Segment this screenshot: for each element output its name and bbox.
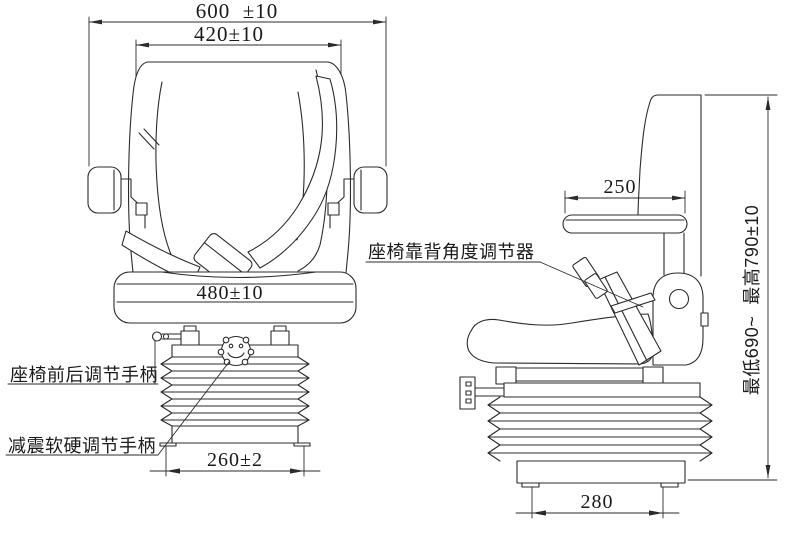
belt-shoulder-strap (247, 75, 338, 269)
callout-damper: 减震软硬调节手柄 (5, 361, 230, 456)
backrest-side (637, 94, 702, 277)
dim-height-range-text: 最低690~ 最高790±10 (742, 205, 762, 395)
seat-cushion-front: 480±10 (113, 271, 357, 324)
callout-fore-aft: 座椅前后调节手柄 (7, 340, 159, 385)
backrest-bottom-edge (161, 271, 317, 279)
adjuster-knob (217, 335, 255, 367)
hatch-mark (143, 128, 160, 146)
base-side (516, 460, 686, 488)
base-front (159, 425, 311, 447)
dim-cushion-width-text: 480±10 (197, 282, 264, 304)
dim-overall-width-text: 600 ±10 (196, 0, 279, 23)
armrest-side (562, 214, 688, 234)
dim-base-depth-side: 280 (515, 486, 680, 519)
bracket-tab (700, 312, 709, 327)
hatch-mark (138, 132, 155, 150)
armrest-left (87, 166, 148, 229)
mount-bracket (459, 376, 505, 410)
dim-base-depth-text: 280 (581, 491, 614, 513)
label-damper-handle: 减震软硬调节手柄 (8, 436, 156, 456)
leader-recliner (539, 261, 644, 308)
label-fore-aft-handle: 座椅前后调节手柄 (10, 365, 158, 385)
dim-armrest-depth: 250 (564, 176, 686, 214)
dim-armrest-depth-text: 250 (604, 176, 637, 198)
dim-base-width-text: 260±2 (207, 449, 263, 471)
rail-slabs (495, 366, 701, 398)
dim-overall-width: 600 ±10 (88, 0, 387, 167)
recliner-pivot (668, 288, 690, 310)
recliner-bracket (652, 272, 709, 366)
side-view: 250 (365, 94, 778, 519)
front-view: 600 ±10 420±10 (5, 0, 388, 477)
leader-damper (157, 361, 230, 456)
dim-height-range: 最低690~ 最高790±10 (687, 94, 778, 481)
dim-base-width-front: 260±2 (149, 445, 321, 477)
fore-aft-lever (151, 331, 182, 342)
dim-backrest-width-text: 420±10 (194, 22, 264, 46)
label-recliner: 座椅靠背角度调节器 (368, 242, 535, 262)
callout-recliner: 座椅靠背角度调节器 (365, 242, 644, 308)
armrest-right (327, 166, 388, 229)
cushion-mounts-front (180, 325, 290, 346)
suspension-bellows-side (487, 396, 713, 462)
